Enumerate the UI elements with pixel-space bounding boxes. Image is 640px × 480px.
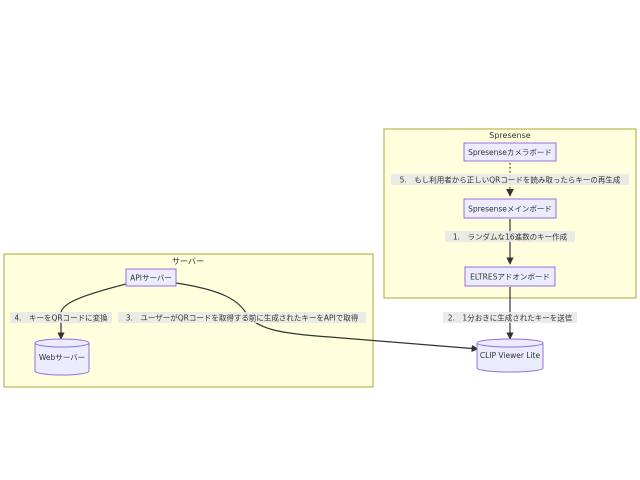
svg-text:Spresenseカメラボード: Spresenseカメラボード: [468, 148, 552, 157]
svg-text:4. キーをQRコードに変換: 4. キーをQRコードに変換: [14, 313, 108, 323]
svg-text:5. もし利用者から正しいQRコードを読み取ったらキーの再生: 5. もし利用者から正しいQRコードを読み取ったらキーの再生成: [400, 175, 621, 185]
edge-5-label: 5. もし利用者から正しいQRコードを読み取ったらキーの再生成: [391, 174, 629, 185]
svg-text:3. ユーザーがQRコードを取得する前に生成されたキーをAP: 3. ユーザーがQRコードを取得する前に生成されたキーをAPIで取得: [126, 313, 359, 323]
svg-text:Spresenseメインボード: Spresenseメインボード: [468, 205, 552, 214]
edge-3-label: 3. ユーザーがQRコードを取得する前に生成されたキーをAPIで取得: [118, 312, 366, 323]
edge-1-label: 1. ランダムな16進数のキー作成: [445, 231, 575, 242]
edge-4-label: 4. キーをQRコードに変換: [10, 312, 112, 323]
node-web-server: Webサーバー: [34, 338, 90, 376]
svg-text:2. 1分おきに生成されたキーを送信: 2. 1分おきに生成されたキーを送信: [448, 313, 573, 323]
cluster-spresense-title: Spresense: [489, 131, 531, 140]
svg-text:CLIP Viewer Lite: CLIP Viewer Lite: [480, 351, 541, 360]
svg-text:ELTRESアドオンボード: ELTRESアドオンボード: [470, 273, 550, 282]
node-eltres: ELTRESアドオンボード: [464, 266, 556, 287]
node-clip-viewer: CLIP Viewer Lite: [476, 338, 544, 373]
node-spresense-camera: Spresenseカメラボード: [463, 142, 557, 162]
edge-2-label: 2. 1分おきに生成されたキーを送信: [443, 312, 577, 323]
svg-text:APIサーバー: APIサーバー: [130, 274, 172, 283]
node-spresense-main: Spresenseメインボード: [463, 198, 557, 219]
svg-text:Webサーバー: Webサーバー: [39, 353, 85, 362]
cluster-server-title: サーバー: [172, 257, 204, 266]
node-api-server: APIサーバー: [125, 268, 177, 287]
svg-text:1. ランダムな16進数のキー作成: 1. ランダムな16進数のキー作成: [453, 232, 568, 242]
